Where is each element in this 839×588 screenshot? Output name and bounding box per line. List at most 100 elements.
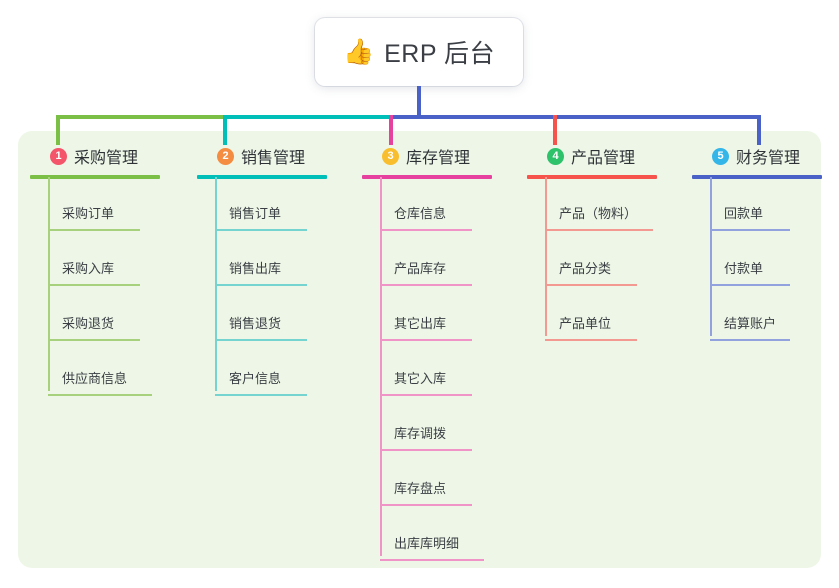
leaf-item-underline	[48, 284, 140, 286]
leaf-item[interactable]: 客户信息	[197, 346, 357, 401]
branch-title: 库存管理	[406, 150, 471, 167]
leaf-item-label: 产品库存	[394, 261, 447, 276]
leaf-item-underline	[380, 229, 472, 231]
branch-number-badge: 5	[712, 147, 729, 165]
leaf-item-underline	[545, 229, 653, 231]
leaf-item[interactable]: 产品库存	[362, 236, 522, 291]
leaf-item[interactable]: 销售出库	[197, 236, 357, 291]
leaf-item-underline	[215, 229, 307, 231]
branch-spine-5	[710, 177, 712, 336]
leaf-item-label: 库存盘点	[394, 481, 447, 496]
leaf-item-underline	[380, 339, 472, 341]
leaf-item-label: 采购退货	[62, 316, 115, 331]
leaf-item-label: 产品（物料）	[559, 206, 638, 221]
leaf-item-label: 采购入库	[62, 261, 115, 276]
branch-items-5: 回款单付款单结算账户	[692, 181, 839, 346]
branch-underline	[30, 175, 160, 179]
branch-underline	[527, 175, 657, 179]
branch-items-3: 仓库信息产品库存其它出库其它入库库存调拨库存盘点出库库明细	[362, 181, 522, 566]
leaf-item-underline	[710, 339, 790, 341]
leaf-item-label: 采购订单	[62, 206, 115, 221]
leaf-item-underline	[215, 394, 307, 396]
branch-title: 财务管理	[736, 150, 801, 167]
branch-title: 销售管理	[241, 150, 306, 167]
leaf-item-underline	[215, 284, 307, 286]
leaf-item[interactable]: 库存调拨	[362, 401, 522, 456]
leaf-item[interactable]: 库存盘点	[362, 456, 522, 511]
branch-drop-2	[223, 115, 227, 145]
leaf-item[interactable]: 其它入库	[362, 346, 522, 401]
leaf-item-label: 产品分类	[559, 261, 612, 276]
leaf-item[interactable]: 产品分类	[527, 236, 687, 291]
bus-segment-1	[56, 115, 226, 119]
branch-header-1[interactable]: 1 采购管理	[30, 143, 190, 169]
leaf-item[interactable]: 其它出库	[362, 291, 522, 346]
leaf-item-underline	[545, 284, 637, 286]
branch-drop-1	[56, 115, 60, 145]
branch-header-3[interactable]: 3 库存管理	[362, 143, 522, 169]
leaf-item-underline	[380, 504, 472, 506]
leaf-item[interactable]: 结算账户	[692, 291, 839, 346]
branch-number-badge: 2	[217, 147, 234, 165]
leaf-item-underline	[710, 229, 790, 231]
leaf-item[interactable]: 采购订单	[30, 181, 190, 236]
leaf-item[interactable]: 采购退货	[30, 291, 190, 346]
leaf-item[interactable]: 仓库信息	[362, 181, 522, 236]
branch-items-2: 销售订单销售出库销售退货客户信息	[197, 181, 357, 401]
leaf-item-label: 销售订单	[229, 206, 282, 221]
branch-spine-4	[545, 177, 547, 336]
branch-number-badge: 3	[382, 147, 399, 165]
bus-segment-3	[391, 115, 761, 119]
leaf-item-underline	[48, 339, 140, 341]
leaf-item-underline	[380, 559, 484, 561]
branch-title: 产品管理	[571, 150, 636, 167]
root-node[interactable]: 👍 ERP 后台	[315, 18, 523, 86]
branch-underline	[197, 175, 327, 179]
branch-drop-4	[553, 115, 557, 145]
leaf-item[interactable]: 回款单	[692, 181, 839, 236]
leaf-item-label: 其它出库	[394, 316, 447, 331]
branch-drop-5	[757, 115, 761, 145]
leaf-item[interactable]: 产品单位	[527, 291, 687, 346]
leaf-item[interactable]: 销售退货	[197, 291, 357, 346]
leaf-item-label: 仓库信息	[394, 206, 447, 221]
leaf-item[interactable]: 付款单	[692, 236, 839, 291]
branch-header-5[interactable]: 5 财务管理	[692, 143, 839, 169]
leaf-item-label: 供应商信息	[62, 371, 128, 386]
leaf-item-label: 销售退货	[229, 316, 282, 331]
branch-underline	[692, 175, 822, 179]
branch-column-1: 1 采购管理	[30, 143, 190, 179]
branch-items-1: 采购订单采购入库采购退货供应商信息	[30, 181, 190, 401]
leaf-item-label: 出库库明细	[394, 536, 460, 551]
leaf-item[interactable]: 供应商信息	[30, 346, 190, 401]
leaf-item-underline	[380, 284, 472, 286]
leaf-item[interactable]: 销售订单	[197, 181, 357, 236]
branch-underline	[362, 175, 492, 179]
leaf-item-label: 产品单位	[559, 316, 612, 331]
branch-title: 采购管理	[74, 150, 139, 167]
branch-number-badge: 1	[50, 147, 67, 165]
leaf-item[interactable]: 产品（物料）	[527, 181, 687, 236]
leaf-item-label: 销售出库	[229, 261, 282, 276]
root-title: ERP 后台	[384, 40, 496, 68]
diagram-panel	[18, 131, 821, 568]
leaf-item-underline	[48, 229, 140, 231]
leaf-item-underline	[710, 284, 790, 286]
branch-drop-3	[389, 115, 393, 145]
branch-items-4: 产品（物料） 产品分类产品单位	[527, 181, 687, 346]
leaf-item-underline	[380, 394, 472, 396]
leaf-item-underline	[380, 449, 472, 451]
branch-spine-3	[380, 177, 382, 556]
leaf-item[interactable]: 采购入库	[30, 236, 190, 291]
leaf-item[interactable]: 出库库明细	[362, 511, 522, 566]
branch-column-2: 2 销售管理	[197, 143, 357, 179]
bus-segment-2	[226, 115, 391, 119]
branch-column-5: 5 财务管理	[692, 143, 839, 179]
thumbs-up-icon: 👍	[342, 37, 375, 66]
leaf-item-underline	[48, 394, 152, 396]
branch-header-2[interactable]: 2 销售管理	[197, 143, 357, 169]
root-trunk-connector	[417, 86, 421, 118]
